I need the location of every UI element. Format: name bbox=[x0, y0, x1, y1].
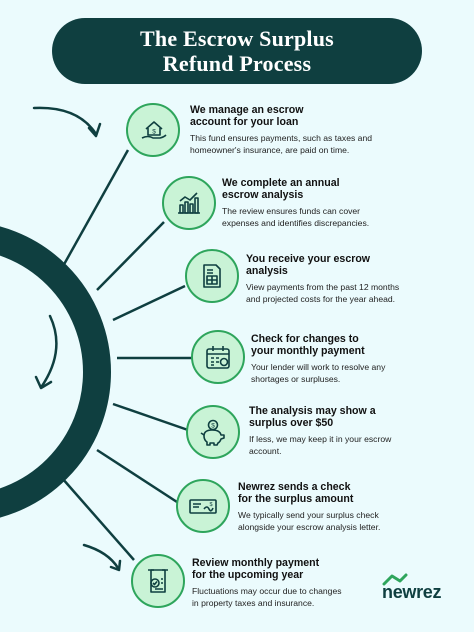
svg-text:$: $ bbox=[152, 129, 156, 136]
step-7-title: Review monthly payment for the upcoming … bbox=[192, 557, 392, 581]
svg-text:$: $ bbox=[211, 423, 215, 430]
step-7-title-line1: Review monthly payment bbox=[192, 557, 320, 569]
title-banner: The Escrow Surplus Refund Process bbox=[52, 18, 422, 84]
step-7-desc-line2: in property taxes and insurance. bbox=[192, 598, 315, 608]
bar-chart-icon bbox=[162, 176, 216, 230]
newrez-logo: newrez bbox=[382, 582, 442, 602]
page-title-line2: Refund Process bbox=[162, 51, 312, 76]
step-1-desc-line2: homeowner's insurance, are paid on time. bbox=[190, 145, 350, 155]
step-2-title: We complete an annual escrow analysis bbox=[222, 177, 452, 201]
step-5-title: The analysis may show a surplus over $50 bbox=[249, 405, 464, 429]
step-2-desc: The review ensures funds can cover expen… bbox=[222, 205, 452, 229]
step-6-title: Newrez sends a check for the surplus amo… bbox=[238, 481, 463, 505]
step-3-title: You receive your escrow analysis bbox=[246, 253, 466, 277]
timeline-arc bbox=[0, 226, 111, 518]
arrow-middle-head bbox=[34, 375, 53, 390]
document-icon bbox=[185, 249, 239, 303]
step-4-title: Check for changes to your monthly paymen… bbox=[251, 333, 461, 357]
step-1-title-line2: account for your loan bbox=[190, 116, 299, 128]
step-4-title-line1: Check for changes to bbox=[251, 333, 359, 345]
step-3-title-line2: analysis bbox=[246, 265, 288, 277]
step-1-title-line1: We manage an escrow bbox=[190, 104, 304, 116]
step-5-desc: If less, we may keep it in your escrow a… bbox=[249, 433, 464, 457]
arrow-top bbox=[32, 106, 98, 136]
step-3-desc: View payments from the past 12 months an… bbox=[246, 281, 466, 305]
step-6-desc-line2: alongside your escrow analysis letter. bbox=[238, 522, 381, 532]
checklist-icon bbox=[131, 554, 185, 608]
step-3-title-line1: You receive your escrow bbox=[246, 253, 371, 265]
piggy-bank-icon: $ bbox=[186, 405, 240, 459]
step-7-title-line2: for the upcoming year bbox=[192, 569, 304, 581]
newrez-roof-icon bbox=[382, 573, 408, 586]
arrow-bottom-head bbox=[109, 559, 122, 572]
step-4-desc-line1: Your lender will work to resolve any bbox=[251, 362, 386, 372]
step-4-title-line2: your monthly payment bbox=[251, 345, 365, 357]
step-3-desc-line1: View payments from the past 12 months bbox=[246, 282, 400, 292]
step-2-desc-line1: The review ensures funds can cover bbox=[222, 206, 361, 216]
step-2-desc-line2: expenses and identifies discrepancies. bbox=[222, 218, 370, 228]
calendar-icon bbox=[191, 330, 245, 384]
step-1-desc-line1: This fund ensures payments, such as taxe… bbox=[190, 133, 373, 143]
step-6-title-line2: for the surplus amount bbox=[238, 493, 354, 505]
arrow-middle bbox=[40, 314, 58, 388]
step-1-desc: This fund ensures payments, such as taxe… bbox=[190, 132, 440, 156]
step-5-desc-line2: account. bbox=[249, 446, 282, 456]
page-title-line1: The Escrow Surplus bbox=[140, 26, 334, 51]
step-6-desc-line1: We typically send your surplus check bbox=[238, 510, 379, 520]
house-in-hand-icon: $ bbox=[126, 103, 180, 157]
step-7-desc: Fluctuations may occur due to changes in… bbox=[192, 585, 392, 609]
arrow-top-head bbox=[87, 122, 102, 138]
step-2-title-line2: escrow analysis bbox=[222, 189, 304, 201]
step-5-title-line2: surplus over $50 bbox=[249, 417, 334, 429]
step-6-title-line1: Newrez sends a check bbox=[238, 481, 351, 493]
step-7-desc-line1: Fluctuations may occur due to changes bbox=[192, 586, 342, 596]
step-6-desc: We typically send your surplus check alo… bbox=[238, 509, 463, 533]
step-1-title: We manage an escrow account for your loa… bbox=[190, 104, 440, 128]
step-5-desc-line1: If less, we may keep it in your escrow bbox=[249, 434, 392, 444]
step-4-desc-line2: shortages or surpluses. bbox=[251, 374, 341, 384]
check-icon: $ bbox=[176, 479, 230, 533]
arrow-bottom bbox=[82, 543, 120, 570]
step-4-desc: Your lender will work to resolve any sho… bbox=[251, 361, 461, 385]
step-2-title-line1: We complete an annual bbox=[222, 177, 340, 189]
svg-text:$: $ bbox=[209, 502, 212, 508]
step-3-desc-line2: and projected costs for the year ahead. bbox=[246, 294, 396, 304]
step-5-title-line1: The analysis may show a bbox=[249, 405, 376, 417]
